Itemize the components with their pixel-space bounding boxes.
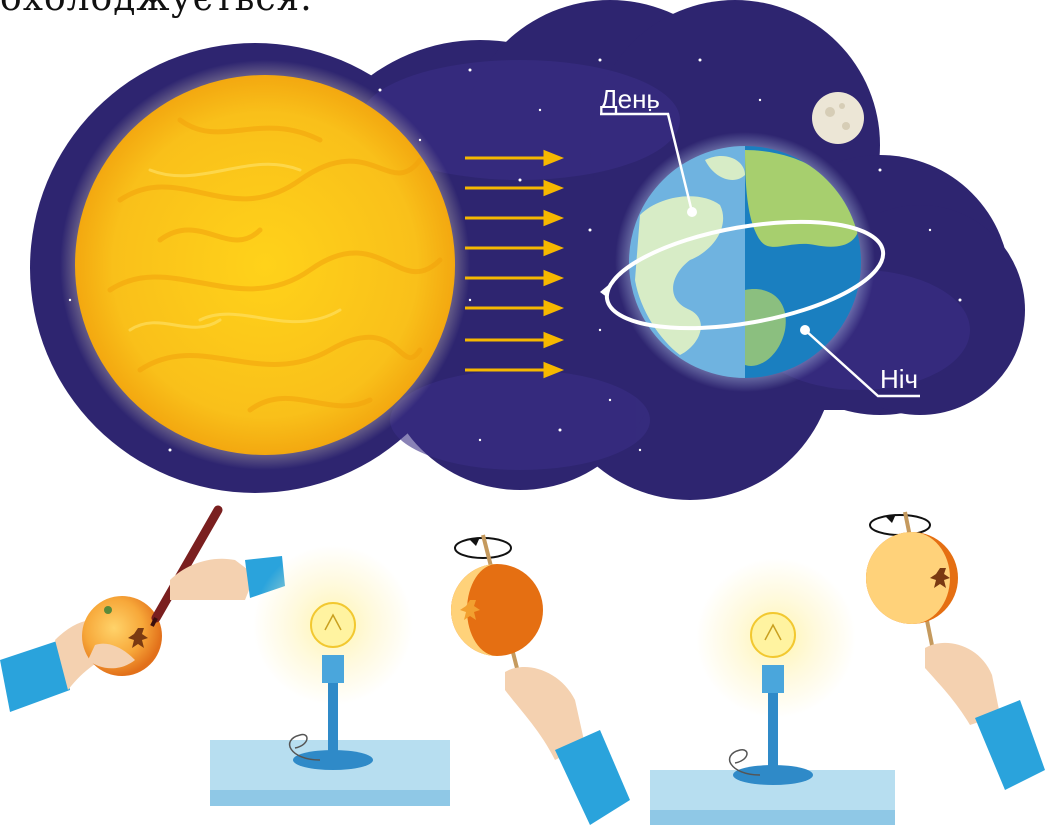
- day-label: День: [600, 84, 660, 114]
- sun-icon: [60, 60, 470, 470]
- hand-holding-stick-2: [925, 642, 1045, 790]
- caption-text: охолоджується.: [0, 0, 313, 19]
- rotation-arrow-icon-2: [869, 514, 931, 536]
- sun-rays: [465, 149, 565, 379]
- lamp-icon: [210, 545, 450, 806]
- marker-icon: [150, 505, 223, 627]
- moon-icon: [812, 92, 864, 144]
- hand-holding-stick-1: [505, 667, 630, 825]
- day-label-group: День: [600, 84, 697, 217]
- orange-on-stick-2: [866, 511, 958, 661]
- hand-with-orange: [0, 596, 162, 712]
- stars: [68, 58, 962, 452]
- lamp-icon-2: [650, 558, 895, 825]
- orange-on-stick-1: [451, 534, 543, 681]
- night-label: Ніч: [880, 364, 918, 394]
- earth-icon: [600, 132, 886, 392]
- figure-mark-icon: [128, 628, 148, 648]
- night-label-group: Ніч: [800, 325, 920, 398]
